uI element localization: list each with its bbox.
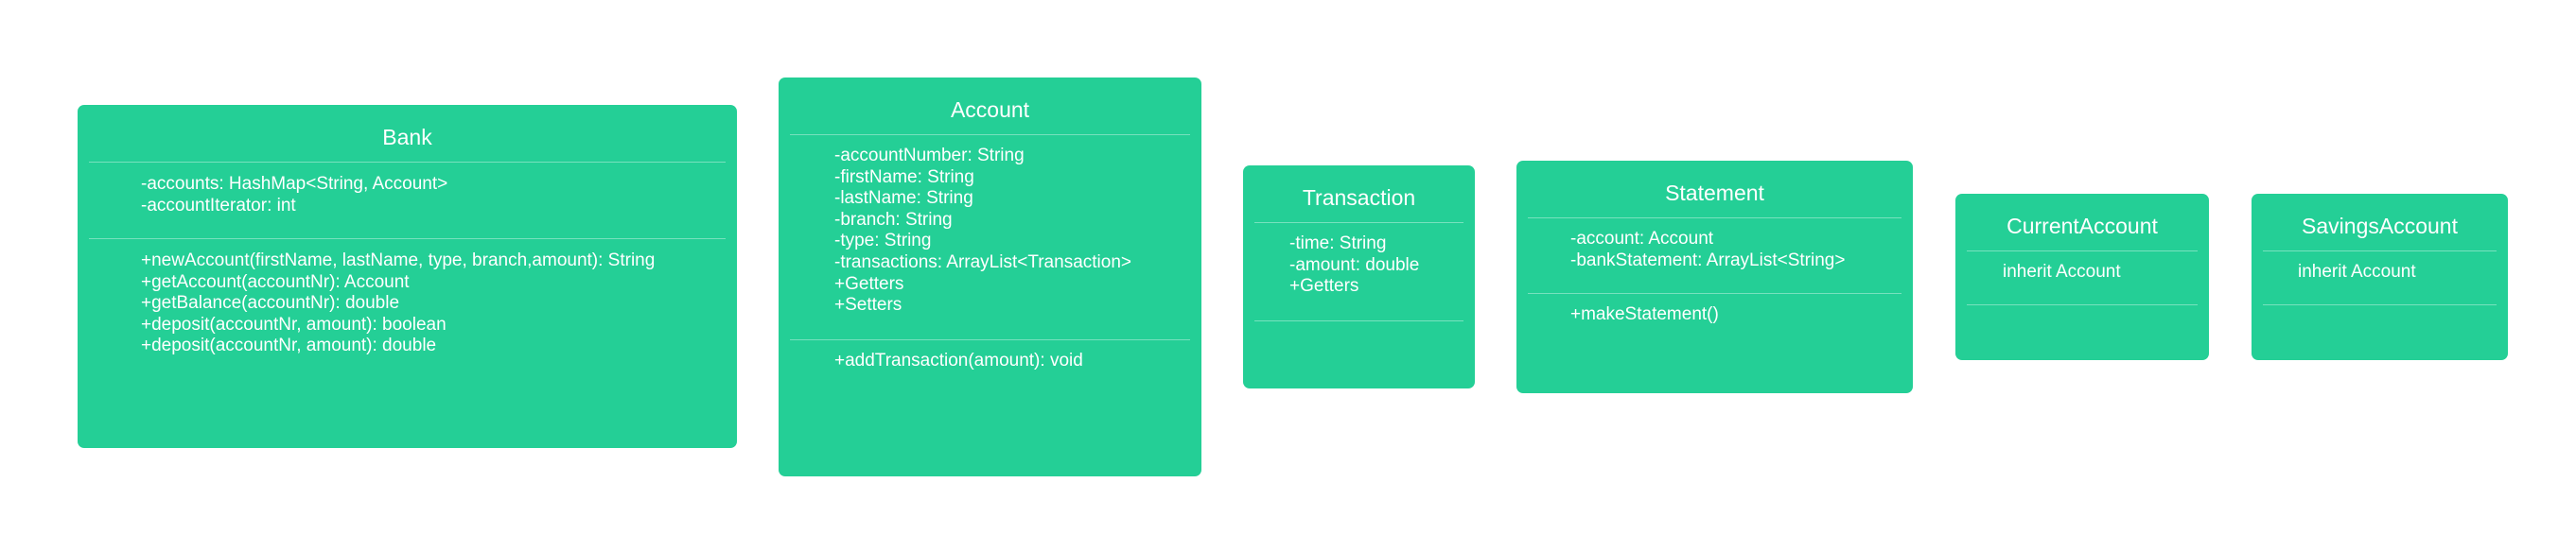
method-list: +makeStatement() [1570, 304, 1719, 326]
method: +getBalance(accountNr): double [141, 293, 400, 314]
attribute-list: -account: Account -bankStatement: ArrayL… [1570, 229, 1845, 271]
attribute: -branch: String [834, 209, 953, 230]
class-savingsaccount[interactable]: SavingsAccount inherit Account [2252, 194, 2508, 360]
class-title: Statement [1665, 181, 1764, 205]
attribute: -accountNumber: String [834, 146, 1025, 165]
class-transaction[interactable]: Transaction -time: String -amount: doubl… [1243, 165, 1475, 388]
attribute: -transactions: ArrayList<Transaction> [834, 251, 1131, 272]
attributes-divider [790, 339, 1190, 340]
class-title: CurrentAccount [2006, 214, 2158, 238]
method: +newAccount(firstName, lastName, type, b… [141, 250, 656, 270]
attribute: -lastName: String [834, 188, 973, 209]
method: +deposit(accountNr, amount): boolean [141, 314, 447, 335]
attribute: inherit Account [2298, 262, 2416, 282]
attribute-list: -accounts: HashMap<String, Account> -acc… [141, 174, 447, 216]
class-currentaccount[interactable]: CurrentAccount inherit Account [1955, 194, 2209, 360]
class-statement[interactable]: Statement -account: Account -bankStateme… [1516, 161, 1913, 393]
attribute-list: inherit Account [2003, 262, 2121, 284]
attribute-list: -accountNumber: String -firstName: Strin… [834, 146, 1131, 317]
title-divider [1254, 222, 1463, 223]
title-divider [2263, 250, 2497, 251]
class-account[interactable]: Account -accountNumber: String -firstNam… [779, 78, 1201, 476]
attribute: -accounts: HashMap<String, Account> [141, 174, 448, 194]
method: +deposit(accountNr, amount): double [141, 336, 437, 356]
attribute: +Getters [1289, 276, 1359, 297]
attribute: -firstName: String [834, 166, 974, 187]
method-list: +addTransaction(amount): void [834, 351, 1083, 372]
attribute: +Setters [834, 295, 902, 316]
attributes-divider [1254, 320, 1463, 321]
attribute: -type: String [834, 231, 932, 251]
title-divider [89, 162, 726, 163]
method: +addTransaction(amount): void [834, 351, 1083, 371]
method: +getAccount(accountNr): Account [141, 271, 410, 292]
attributes-divider [1967, 304, 2198, 305]
attribute-list: -time: String -amount: double +Getters [1289, 233, 1419, 298]
title-divider [1967, 250, 2198, 251]
class-bank[interactable]: Bank -accounts: HashMap<String, Account>… [78, 105, 737, 448]
class-title: Bank [382, 125, 432, 149]
attributes-divider [89, 238, 726, 239]
class-title: Account [950, 97, 1030, 122]
attribute: -amount: double [1289, 254, 1420, 275]
attributes-divider [1528, 293, 1901, 294]
attribute: -bankStatement: ArrayList<String> [1570, 250, 1846, 270]
attribute: -account: Account [1570, 229, 1714, 249]
method: +makeStatement() [1570, 304, 1719, 324]
method-list: +newAccount(firstName, lastName, type, b… [141, 250, 655, 357]
attributes-divider [2263, 304, 2497, 305]
title-divider [1528, 217, 1901, 218]
attribute: -accountIterator: int [141, 195, 296, 216]
class-title: Transaction [1302, 185, 1416, 210]
title-divider [790, 134, 1190, 135]
attribute: inherit Account [2003, 262, 2121, 282]
attribute: +Getters [834, 273, 904, 294]
attribute-list: inherit Account [2298, 262, 2416, 284]
attribute: -time: String [1289, 233, 1387, 253]
class-title: SavingsAccount [2302, 214, 2458, 238]
